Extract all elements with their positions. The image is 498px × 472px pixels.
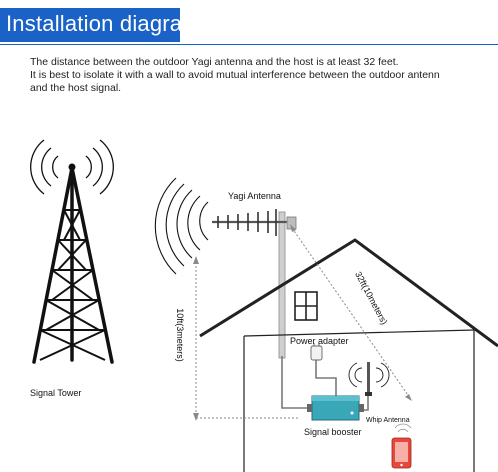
- distance-guides: [195, 227, 411, 419]
- signal-booster-label: Signal booster: [304, 427, 362, 437]
- signal-tower-icon: [30, 139, 114, 364]
- yagi-antenna-label: Yagi Antenna: [228, 191, 281, 201]
- smartphone-icon: [391, 423, 412, 469]
- broadcast-waves-icon: [154, 177, 209, 275]
- power-adapter-icon: [310, 343, 323, 361]
- header-rule: [0, 44, 498, 45]
- header-bar: Installation diagram: [0, 8, 201, 42]
- distance-vertical-label: 10ft(3meters): [174, 308, 185, 362]
- distance-arrowheads: [193, 224, 412, 421]
- window-icon: [294, 291, 318, 321]
- intro-text: The distance between the outdoor Yagi an…: [30, 56, 492, 95]
- power-adapter-label: Power adapter: [290, 336, 349, 346]
- whip-antenna-icon: [348, 362, 390, 396]
- signal-tower-label: Signal Tower: [30, 388, 82, 398]
- page-title: Installation diagram: [6, 11, 201, 36]
- intro-line-3: and the host signal.: [30, 82, 122, 94]
- intro-line-2: It is best to isolate it with a wall to …: [30, 69, 440, 81]
- house-icon: [199, 238, 498, 472]
- signal-booster-icon: [307, 395, 364, 421]
- intro-line-1: The distance between the outdoor Yagi an…: [30, 56, 399, 68]
- whip-antenna-label: Whip Antenna: [366, 417, 410, 424]
